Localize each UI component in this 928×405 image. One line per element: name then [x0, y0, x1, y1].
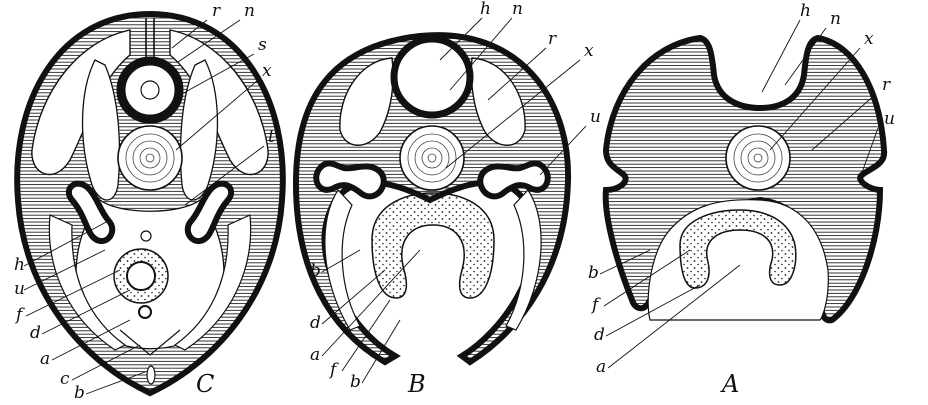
- panel-c-label-c: c: [60, 369, 70, 389]
- panel-b-label-h: h: [480, 0, 491, 19]
- panel-c-small-vessel-bottom: [139, 306, 151, 318]
- panel-a-notochord: [726, 126, 790, 190]
- panel-b-neural-tube: [394, 39, 470, 115]
- panel-b-label-b: b: [310, 261, 321, 281]
- panel-a-label-b: b: [588, 263, 599, 283]
- panel-b-label-x: x: [584, 41, 594, 61]
- panel-b-notochord: [400, 126, 464, 190]
- panel-c-label-s: s: [258, 35, 267, 55]
- panel-b-label-b: b: [350, 372, 361, 392]
- panel-a-label-h: h: [800, 1, 811, 21]
- panel-c-label-n: n: [244, 1, 255, 21]
- panel-b-label-u: u: [590, 107, 601, 127]
- panel-c-label-f: f: [14, 305, 25, 325]
- panel-a-label-r: r: [882, 75, 891, 95]
- panel-c-small-vessel-top: [141, 231, 151, 241]
- panel-c-label-x: x: [262, 61, 272, 81]
- panel-c-ventral-mark: [147, 366, 155, 384]
- panel-c-caption: C: [196, 370, 214, 398]
- panel-c: C: [17, 14, 283, 398]
- panel-a-caption: A: [720, 370, 739, 398]
- panel-c-label-r: r: [212, 1, 221, 21]
- panel-b-label-f: f: [328, 360, 339, 380]
- panel-c-label-t: t: [268, 127, 275, 147]
- panel-b-caption: B: [407, 370, 426, 398]
- panel-a-label-n: n: [830, 9, 841, 29]
- panel-b-label-d: d: [310, 313, 321, 333]
- panel-a-label-x: x: [864, 29, 874, 49]
- panel-b: B: [296, 35, 568, 398]
- panel-a: A: [606, 38, 884, 398]
- panel-c-label-u: u: [14, 279, 25, 299]
- panel-c-label-h: h: [14, 255, 25, 275]
- panel-c-label-d: d: [30, 323, 41, 343]
- panel-a-label-a: a: [596, 357, 606, 377]
- panel-a-leader-h: [762, 20, 800, 92]
- panel-c-notochord: [118, 126, 182, 190]
- panel-c-label-b: b: [74, 383, 85, 403]
- panel-c-label-a: a: [40, 349, 50, 369]
- panel-b-label-r: r: [548, 29, 557, 49]
- panel-a-label-u: u: [884, 109, 895, 129]
- panel-a-label-d: d: [594, 325, 605, 345]
- panel-a-label-f: f: [590, 295, 601, 315]
- panel-b-label-n: n: [512, 0, 523, 19]
- panel-b-label-a: a: [310, 345, 320, 365]
- panel-b-duct-left: [316, 163, 384, 196]
